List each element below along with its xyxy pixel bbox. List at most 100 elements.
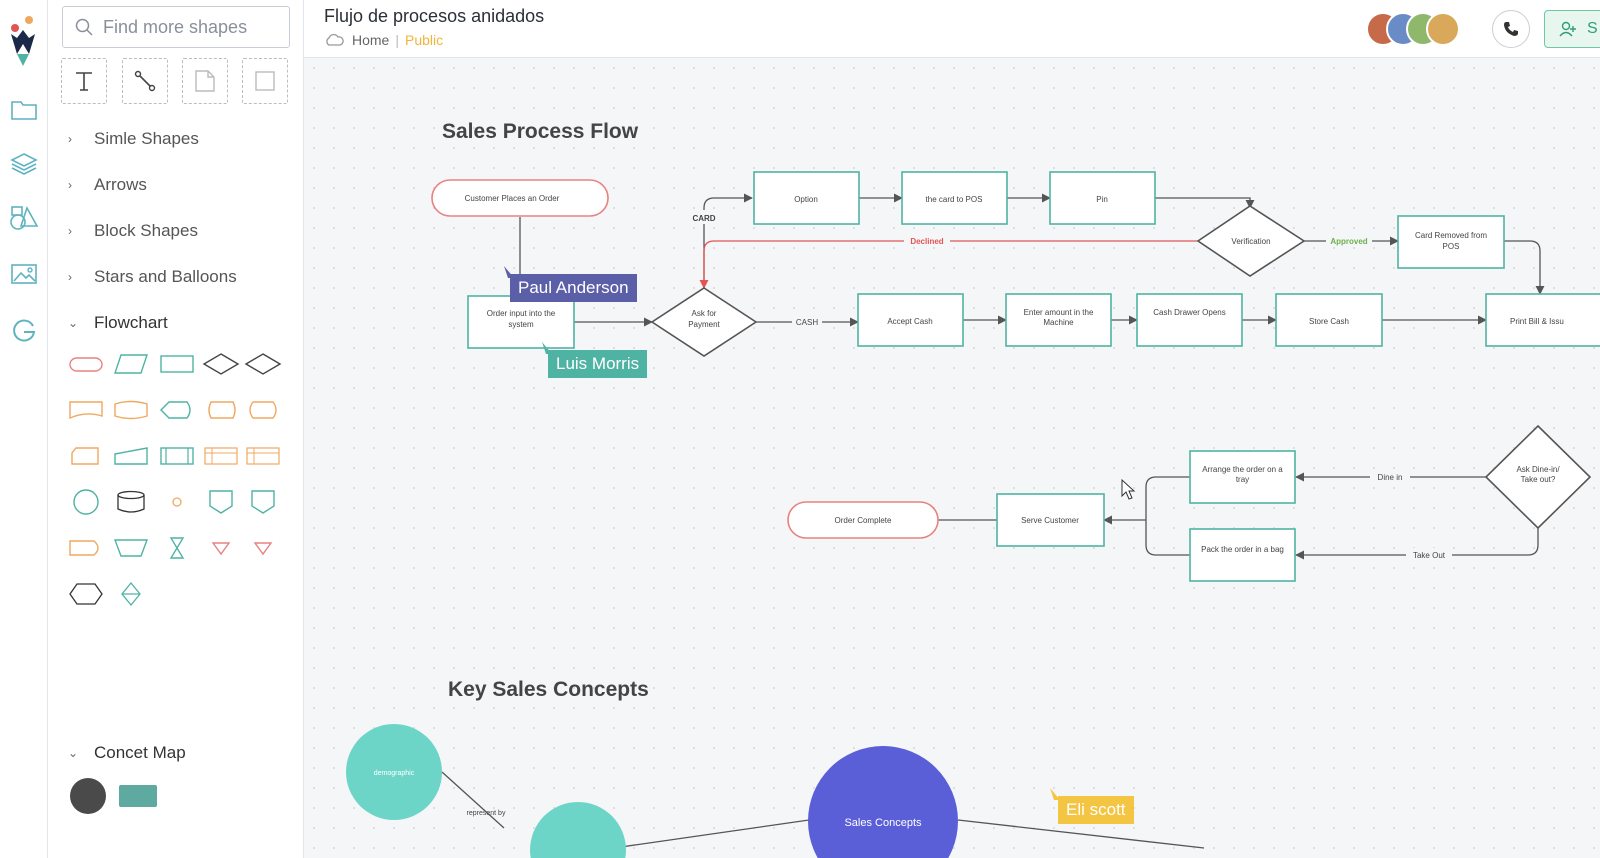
chevron-right-icon: › xyxy=(68,132,72,146)
node-ask-payment[interactable]: Ask for Payment xyxy=(650,287,758,357)
image-icon[interactable] xyxy=(6,256,42,292)
shape-sort[interactable] xyxy=(110,576,152,612)
category-arrows[interactable]: ›Arrows xyxy=(68,175,147,194)
folder-icon[interactable] xyxy=(6,92,42,128)
shape-display[interactable] xyxy=(156,392,198,428)
note-tool-button[interactable] xyxy=(182,58,228,104)
app-logo-icon[interactable] xyxy=(6,8,42,68)
node-option[interactable]: Option xyxy=(753,171,860,225)
node-label: Enter amount in the Machine xyxy=(1023,308,1094,327)
node-demographic[interactable]: demographic xyxy=(346,724,442,820)
shape-card[interactable] xyxy=(65,438,107,474)
shape-small-circle[interactable] xyxy=(156,484,198,520)
edge-merge[interactable] xyxy=(1145,476,1190,556)
shape-data[interactable] xyxy=(110,346,152,382)
shape-offpage-alt[interactable] xyxy=(242,484,284,520)
shapes-icon[interactable] xyxy=(6,200,42,236)
document-title[interactable]: Flujo de procesos anidados xyxy=(324,6,545,26)
node-concept-circle[interactable] xyxy=(530,802,626,858)
category-simple-shapes[interactable]: ›Simle Shapes xyxy=(68,129,199,148)
node-store-cash[interactable]: Store Cash xyxy=(1275,293,1383,347)
shape-process[interactable] xyxy=(156,346,198,382)
concept-node-rect[interactable] xyxy=(118,782,158,810)
edge-concept-right[interactable] xyxy=(957,819,1205,849)
category-block-shapes[interactable]: ›Block Shapes xyxy=(68,221,198,240)
cursor-pointer-icon xyxy=(1050,788,1060,800)
edge-pin-verification[interactable] xyxy=(1155,197,1255,209)
node-label: Arrange the order on a tray xyxy=(1202,465,1283,484)
avatar[interactable] xyxy=(1426,12,1460,46)
node-card-removed[interactable]: Card Removed from POS xyxy=(1397,215,1505,269)
concept-node-circle[interactable] xyxy=(68,776,108,816)
shape-predefined-process[interactable] xyxy=(156,438,198,474)
shape-terminator[interactable] xyxy=(65,346,107,382)
shape-database[interactable] xyxy=(110,484,152,520)
edge-declined[interactable] xyxy=(699,240,1198,289)
diagram-canvas[interactable]: Sales Process Flow xyxy=(304,58,1600,858)
shape-stored-data[interactable] xyxy=(200,392,242,428)
node-label: Serve Customer xyxy=(1021,516,1079,525)
category-stars-balloons[interactable]: ›Stars and Balloons xyxy=(68,267,237,286)
node-print-bill[interactable]: Print Bill & Issu xyxy=(1485,293,1600,347)
top-bar: Flujo de procesos anidados Home | Public… xyxy=(304,0,1600,58)
shape-manual-operation[interactable] xyxy=(110,530,152,566)
shape-internal-storage[interactable] xyxy=(200,438,242,474)
shape-direct-access[interactable] xyxy=(242,392,284,428)
node-sales-concepts[interactable]: Sales Concepts xyxy=(808,746,958,858)
collaborator-tag-eli: Eli scott xyxy=(1058,796,1134,824)
shape-preparation[interactable] xyxy=(65,576,107,612)
shape-tape[interactable] xyxy=(110,392,152,428)
diagram-svg: Sales Process Flow xyxy=(346,120,1600,858)
google-icon[interactable] xyxy=(6,312,42,348)
node-card-pos[interactable]: the card to POS xyxy=(901,171,1008,225)
edge-take-out[interactable] xyxy=(1295,528,1539,560)
flow-title[interactable]: Sales Process Flow xyxy=(442,120,639,143)
text-tool-button[interactable] xyxy=(61,58,107,104)
node-label: Order input into the system xyxy=(486,309,556,329)
visibility-badge[interactable]: Public xyxy=(405,32,444,48)
edge-removed-print[interactable] xyxy=(1504,240,1545,295)
node-verification[interactable]: Verification xyxy=(1196,205,1306,277)
shape-manual-input[interactable] xyxy=(110,438,152,474)
node-dine-takeout[interactable]: Ask Dine-in/ Take out? xyxy=(1484,424,1592,530)
frame-tool-button[interactable] xyxy=(242,58,288,104)
shape-delay[interactable] xyxy=(65,530,107,566)
node-customer-order[interactable]: Customer Places an Order xyxy=(431,179,609,217)
layers-icon[interactable] xyxy=(6,146,42,182)
mouse-cursor-icon xyxy=(1121,478,1136,500)
search-input[interactable] xyxy=(103,16,283,38)
shape-merge[interactable] xyxy=(200,530,242,566)
node-label: Sales Concepts xyxy=(844,817,922,829)
shape-collate[interactable] xyxy=(156,530,198,566)
node-accept-cash[interactable]: Accept Cash xyxy=(857,293,964,347)
node-label: Customer Places an Order xyxy=(465,194,560,203)
call-button[interactable] xyxy=(1492,10,1530,48)
edge-card[interactable] xyxy=(703,193,753,288)
node-pack-bag[interactable]: Pack the order in a bag xyxy=(1189,528,1296,582)
shape-merge-alt[interactable] xyxy=(242,530,284,566)
shape-offpage[interactable] xyxy=(200,484,242,520)
connector-tool-button[interactable] xyxy=(122,58,168,104)
share-button[interactable]: S xyxy=(1544,10,1600,48)
breadcrumb-home[interactable]: Home xyxy=(352,32,390,48)
node-enter-amount[interactable]: Enter amount in the Machine xyxy=(1005,293,1112,347)
node-order-complete[interactable]: Order Complete xyxy=(787,501,939,539)
edge-represent-by[interactable] xyxy=(441,771,505,829)
shape-decision-alt[interactable] xyxy=(242,346,284,382)
node-serve-customer[interactable]: Serve Customer xyxy=(996,493,1105,547)
edge-concept-left[interactable] xyxy=(613,819,810,849)
node-arrange-tray[interactable]: Arrange the order on a tray xyxy=(1189,450,1296,504)
text-icon xyxy=(76,72,92,91)
node-cash-drawer[interactable]: Cash Drawer Opens xyxy=(1136,293,1243,347)
shape-internal-storage-alt[interactable] xyxy=(242,438,284,474)
shape-search[interactable] xyxy=(62,6,290,48)
concepts-title[interactable]: Key Sales Concepts xyxy=(448,678,649,701)
category-flowchart[interactable]: ⌄Flowchart xyxy=(68,313,168,332)
node-label: Ask Dine-in/ Take out? xyxy=(1516,465,1560,484)
shape-connector-circle[interactable] xyxy=(65,484,107,520)
shape-document[interactable] xyxy=(65,392,107,428)
category-concept-map[interactable]: ⌄Concet Map xyxy=(68,743,186,762)
shape-decision[interactable] xyxy=(200,346,242,382)
node-pin[interactable]: Pin xyxy=(1049,171,1156,225)
node-order-input[interactable]: Order input into the system xyxy=(467,295,575,349)
